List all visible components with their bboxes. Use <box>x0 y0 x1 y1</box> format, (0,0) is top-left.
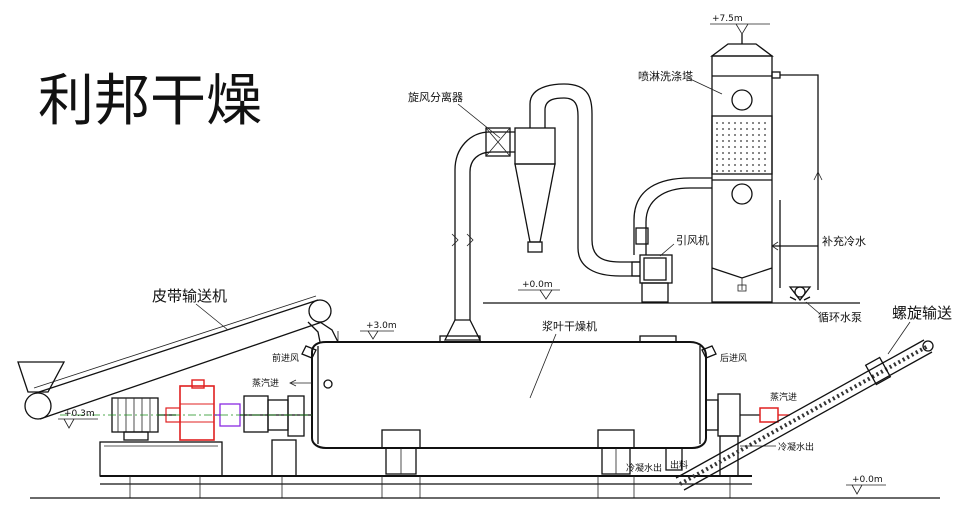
steam-in-right-label: 蒸汽进 <box>770 391 797 403</box>
fan-label: 引风机 <box>676 233 709 247</box>
belt-conveyor-label: 皮带输送机 <box>152 287 227 305</box>
base-frame <box>30 475 940 499</box>
elevation-floor-marker: +0.0m <box>518 280 560 300</box>
elevation-belt-marker: +0.3m <box>58 409 98 429</box>
makeup-water-line <box>771 74 823 290</box>
cyclone-separator <box>451 83 640 300</box>
drive-right <box>705 393 790 477</box>
scrubber-tower <box>710 34 781 303</box>
screw-conveyor-label: 螺旋输送 <box>892 304 952 322</box>
svg-text:+0.3m: +0.3m <box>64 409 95 419</box>
svg-text:+0.0m: +0.0m <box>522 280 553 290</box>
cyclone-label: 旋风分离器 <box>408 90 463 104</box>
paddle-dryer <box>301 335 717 475</box>
steam-in-left-label: 蒸汽进 <box>252 377 279 389</box>
discharge-label: 出料 <box>670 459 688 471</box>
condensate-out-bottom-label: 冷凝水出 <box>626 462 662 474</box>
dryer-label: 浆叶干燥机 <box>542 319 597 333</box>
svg-text:+3.0m: +3.0m <box>366 321 397 331</box>
induced-draft-fan <box>631 177 712 303</box>
circulation-pump <box>788 286 812 302</box>
brand-title: 利邦干燥 <box>38 69 262 134</box>
front-air-label: 前进风 <box>272 352 299 364</box>
belt-conveyor <box>17 295 339 420</box>
elevation-top-marker: +7.5m <box>710 14 770 35</box>
svg-text:+7.5m: +7.5m <box>712 14 743 24</box>
screw-conveyor <box>675 339 934 491</box>
rear-air-label: 后进风 <box>720 353 747 364</box>
packing-texture <box>714 118 770 172</box>
makeup-water-label: 补充冷水 <box>822 234 866 248</box>
elevation-deck-marker: +3.0m <box>337 321 397 342</box>
svg-text:+0.0m: +0.0m <box>852 475 883 485</box>
elevation-ground-marker: +0.0m <box>846 475 886 495</box>
scrubber-leader <box>687 77 723 95</box>
exhaust-duct <box>443 300 482 341</box>
drive-train-left <box>60 379 312 477</box>
pump-label: 循环水泵 <box>818 311 862 324</box>
scrubber-label: 喷淋洗涤塔 <box>638 69 693 83</box>
condensate-out-right-label: 冷凝水出 <box>778 441 814 453</box>
